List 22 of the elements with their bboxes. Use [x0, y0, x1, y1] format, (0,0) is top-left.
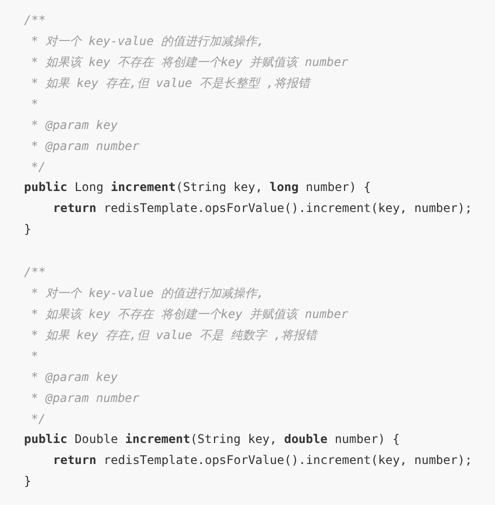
code-comment-line: */	[31, 411, 46, 427]
code-comment-line: *	[31, 96, 38, 112]
code-line: return redisTemplate.opsForValue().increment(key, number);	[53, 200, 472, 216]
code-line: }	[24, 473, 32, 489]
code-comment-line: * 如果该 key 不存在 将创建一个key 并赋值该 number	[31, 306, 348, 322]
code-comment-line: * 对一个 key-value 的值进行加减操作,	[31, 285, 264, 301]
code-comment-line: /**	[24, 12, 46, 28]
code-comment-line: * 如果 key 存在,但 value 不是长整型 ,将报错	[31, 75, 310, 91]
code-line: public Long increment(String key, long number) {	[24, 179, 371, 195]
code-comment-line: /**	[24, 264, 46, 280]
code-comment-line: * 如果 key 存在,但 value 不是 纯数字 ,将报错	[31, 327, 318, 343]
code-comment-line: *@param key	[31, 369, 118, 385]
code-line: public Double increment(String key, double number) {	[24, 431, 400, 447]
code-comment-line: *	[31, 348, 38, 364]
code-line: }	[24, 221, 32, 237]
code-comment-line: *@param number	[31, 390, 140, 406]
code-comment-line: * 如果该 key 不存在 将创建一个key 并赋值该 number	[31, 54, 348, 70]
code-comment-line: *@param key	[31, 117, 118, 133]
code-comment-line: * 对一个 key-value 的值进行加减操作,	[31, 33, 264, 49]
code-comment-line: *@param number	[31, 138, 140, 154]
code-line: return redisTemplate.opsForValue().increment(key, number);	[53, 452, 472, 468]
code-comment-line: */	[31, 159, 46, 175]
